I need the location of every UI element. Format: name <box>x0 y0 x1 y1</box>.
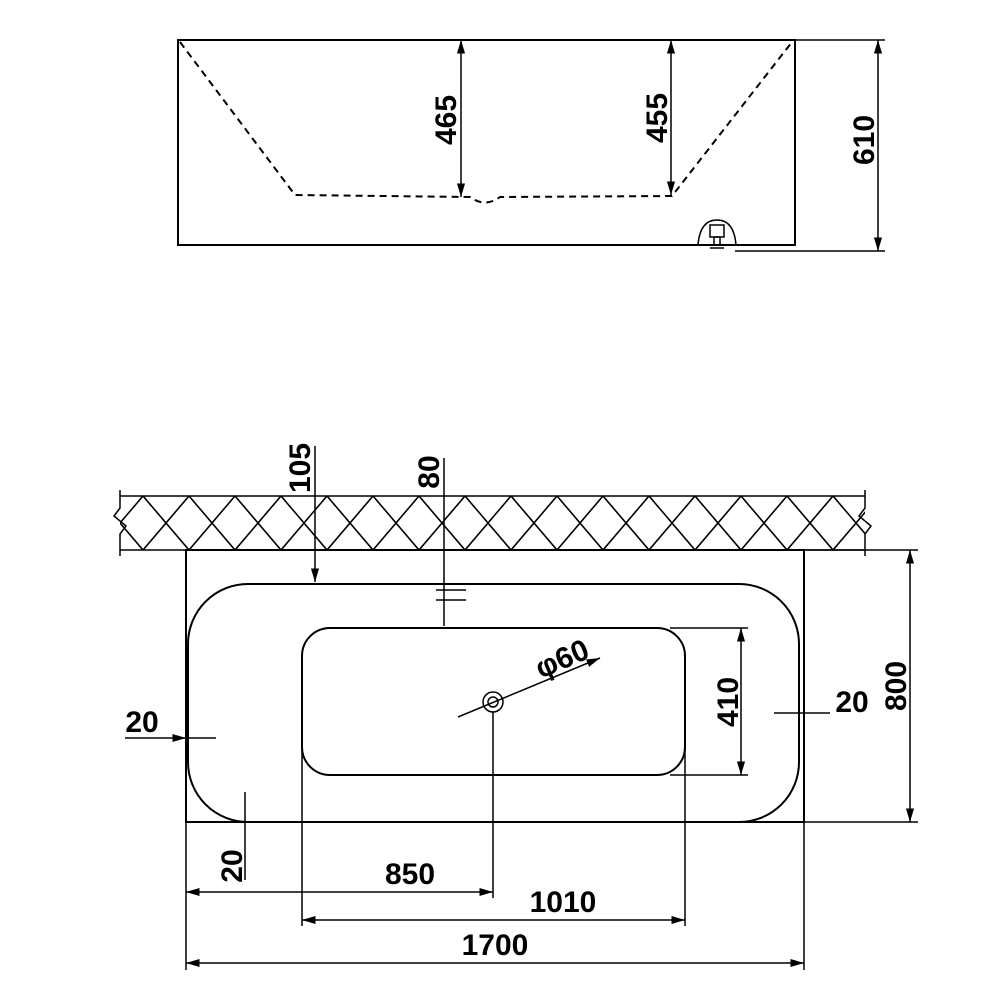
overall-width-800-label: 800 <box>880 661 913 711</box>
wall-break-right <box>857 490 873 556</box>
side-view: 465 455 610 <box>177 39 885 252</box>
left-rim-20-label: 20 <box>125 706 158 739</box>
side-view-outline <box>177 39 796 246</box>
overall-length-1700-label: 1700 <box>462 929 529 962</box>
wall-break-left <box>112 490 128 556</box>
depth-455-label: 455 <box>641 93 674 143</box>
bottom-rim-20-label: 20 <box>216 849 249 882</box>
drain-diameter-label: φ60 <box>531 633 594 685</box>
wall-hatch <box>120 496 865 550</box>
basin-width-410-label: 410 <box>712 677 745 727</box>
depth-465-label: 465 <box>430 95 463 145</box>
inner-basin-dashed-profile <box>179 41 793 204</box>
basin-length-1010-label: 1010 <box>530 886 597 919</box>
waste-fitting-icon <box>697 219 737 249</box>
wall-gap-105-label: 105 <box>284 443 317 493</box>
drain-diameter-leader <box>457 657 601 718</box>
right-rim-20-label: 20 <box>835 686 868 719</box>
drain-position-850-label: 850 <box>385 858 435 891</box>
top-view: φ60 105 80 410 20 800 20 20 85 <box>112 443 918 970</box>
overflow-80-label: 80 <box>413 455 446 488</box>
height-610-label: 610 <box>848 115 881 165</box>
